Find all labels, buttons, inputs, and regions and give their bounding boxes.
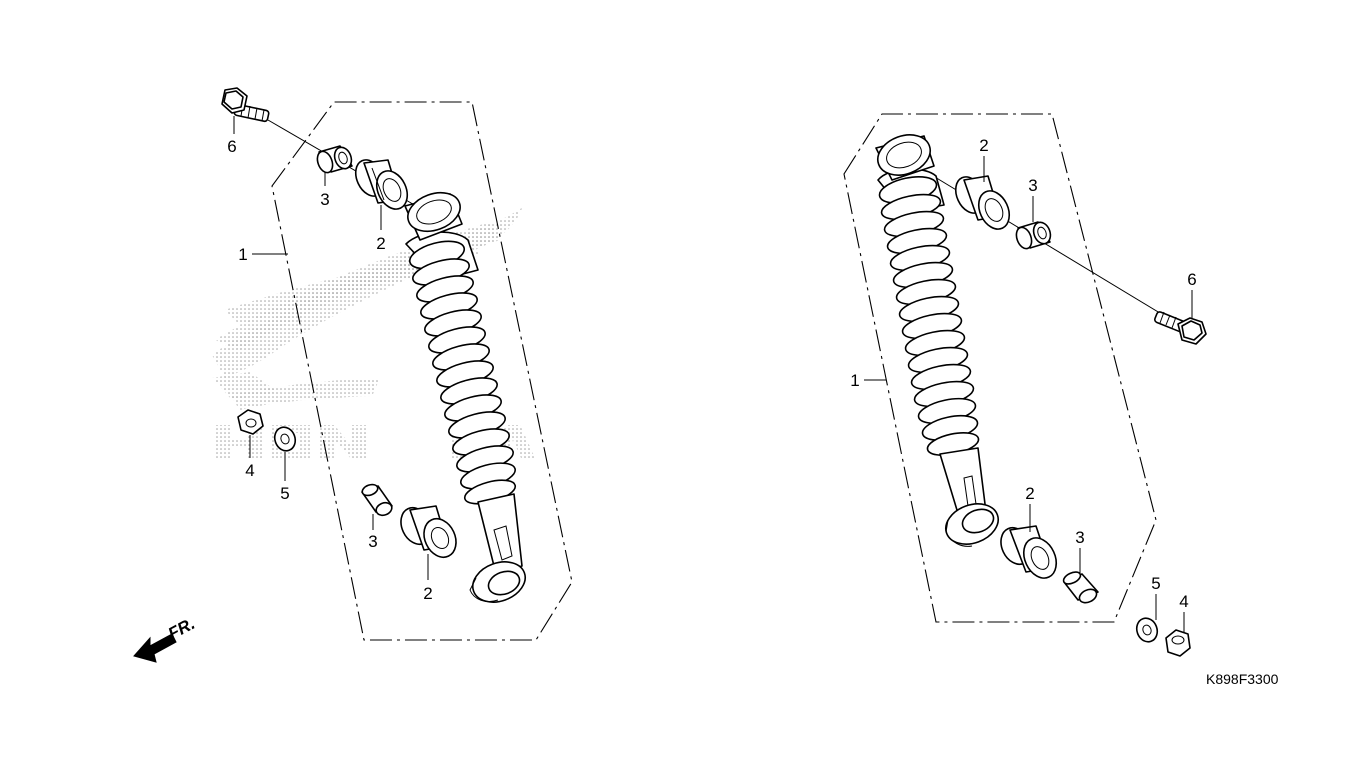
callout-right-washer: 5 — [1151, 574, 1160, 593]
left-leader-lines — [233, 116, 429, 580]
callout-right-nut: 4 — [1179, 592, 1188, 611]
washer-left[interactable] — [271, 424, 298, 453]
callout-right-bolt: 6 — [1187, 270, 1196, 289]
callout-left-collar-upper: 3 — [320, 190, 329, 209]
front-direction-indicator: FR. — [133, 614, 198, 663]
bush-upper-right[interactable] — [950, 172, 1015, 234]
bush-lower-left[interactable] — [395, 503, 462, 563]
callout-right-bush-upper: 2 — [979, 136, 988, 155]
collar-lower-right[interactable] — [1062, 570, 1099, 606]
left-assembly-boundary — [271, 101, 573, 641]
callout-left-bush-lower: 2 — [423, 584, 432, 603]
front-arrow-icon — [133, 633, 177, 663]
right-leader-lines — [864, 156, 1193, 632]
lower-eye-left — [469, 561, 526, 603]
collar-upper-right[interactable] — [1014, 220, 1054, 251]
callout-right-bush-lower: 2 — [1025, 484, 1034, 503]
washer-right[interactable] — [1133, 615, 1160, 644]
callout-left-shock: 1 — [238, 245, 247, 264]
nut-right[interactable] — [1165, 629, 1191, 657]
callout-right-shock: 1 — [850, 371, 859, 390]
shock-absorber-left[interactable] — [402, 186, 530, 609]
callout-left-washer: 5 — [280, 484, 289, 503]
callout-left-bolt: 6 — [227, 137, 236, 156]
callout-left-bush-upper: 2 — [376, 234, 385, 253]
callout-right-collar-lower: 3 — [1075, 528, 1084, 547]
collar-lower-left[interactable] — [361, 483, 394, 518]
bush-upper-left[interactable] — [350, 155, 413, 214]
shock-absorber-right[interactable] — [872, 128, 1004, 551]
upper-eye-left — [404, 191, 463, 241]
collar-upper-left[interactable] — [315, 145, 355, 175]
callout-left-nut: 4 — [245, 461, 254, 480]
spring-right — [877, 168, 980, 456]
right-assembly-boundary — [843, 113, 1157, 623]
lower-eye-right — [945, 503, 999, 547]
bush-lower-right[interactable] — [995, 523, 1062, 584]
callout-right-collar-upper: 3 — [1028, 176, 1037, 195]
spring-left — [405, 231, 517, 505]
bolt-right[interactable] — [1153, 311, 1207, 345]
damper-body-left — [477, 493, 523, 575]
callout-left-collar-lower: 3 — [368, 532, 377, 551]
upper-eye-right — [875, 134, 935, 181]
diagram-code: K898F3300 — [1206, 671, 1279, 687]
nut-left[interactable] — [237, 409, 264, 435]
